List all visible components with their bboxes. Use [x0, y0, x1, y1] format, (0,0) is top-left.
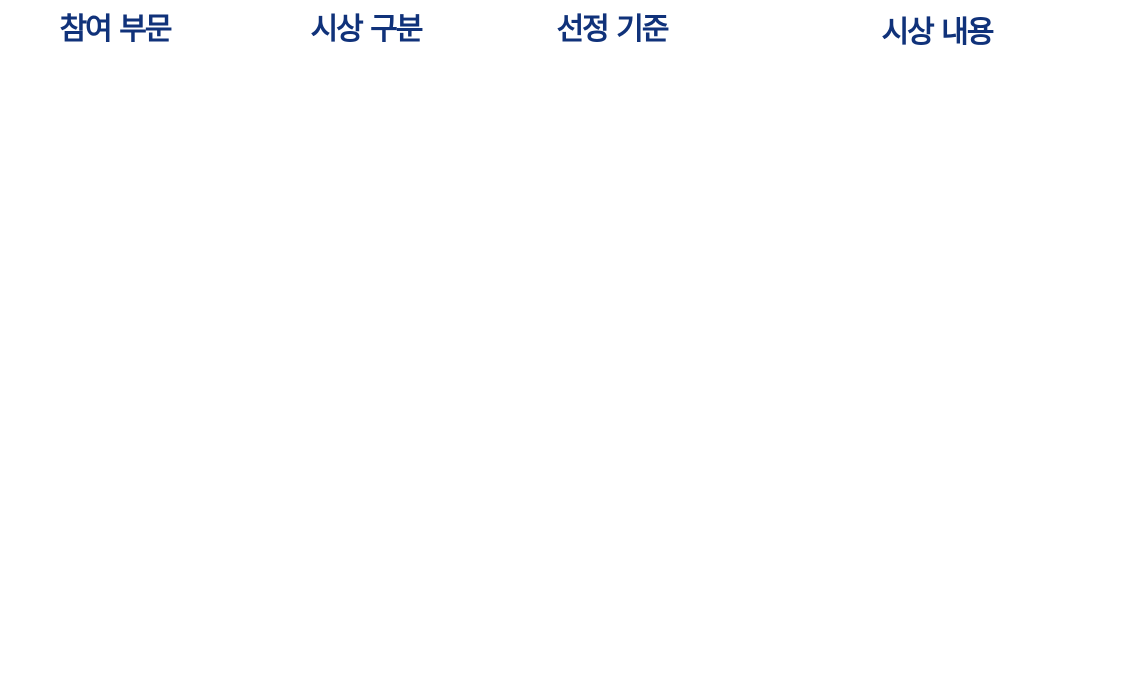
column-header-award-details: 시상 내용 — [881, 15, 995, 50]
column-header-award-type: 시상 구분 — [310, 12, 424, 47]
column-header-selection-criteria: 선정 기준 — [556, 12, 670, 47]
column-header-participation-category: 참여 부문 — [59, 12, 173, 47]
